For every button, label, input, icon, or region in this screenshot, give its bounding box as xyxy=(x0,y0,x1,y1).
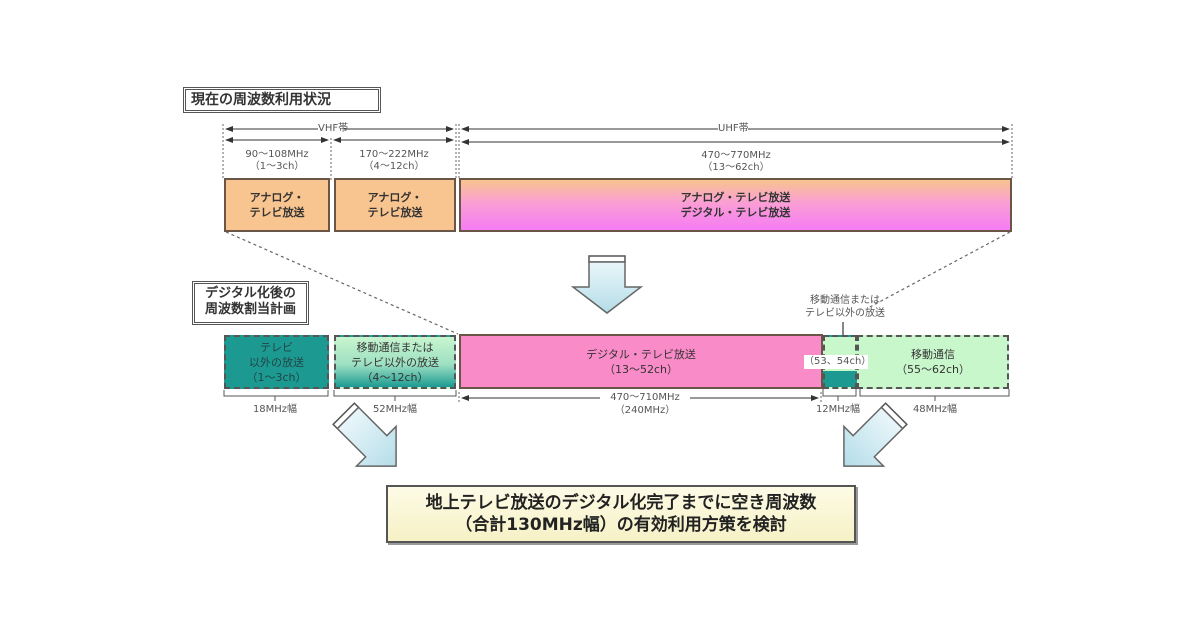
right-diagonal-arrow xyxy=(843,402,908,467)
left-diagonal-arrow xyxy=(332,402,397,467)
callout-line1: 移動通信または xyxy=(810,295,880,306)
band-53-54ch-label: （53、54ch） xyxy=(804,355,872,369)
band-text: アナログ・テレビ放送 xyxy=(680,191,791,204)
band-text: テレビ放送 xyxy=(249,206,305,219)
band-text: 移動通信または xyxy=(356,340,434,354)
band-text: （4～12ch） xyxy=(361,370,429,384)
band-text: テレビ放送 xyxy=(367,206,423,219)
callout-line2: テレビ以外の放送 xyxy=(805,308,885,319)
band-text: （1～3ch） xyxy=(246,370,307,384)
band-text: 移動通信 xyxy=(911,348,955,361)
width-braces xyxy=(223,389,1010,401)
band-uhf-freq: 470～770MHz xyxy=(701,150,771,161)
band-text: （55～62ch） xyxy=(895,363,970,376)
band-text: デジタル・テレビ放送 xyxy=(586,347,696,361)
transition-down-arrow xyxy=(570,255,644,314)
width-18mhz: 18MHz幅 xyxy=(252,404,298,415)
conclusion-box: 地上テレビ放送のデジタル化完了までに空き周波数 （合計130MHz幅）の有効利用… xyxy=(386,485,856,543)
current-band-vhf-low: アナログ・ テレビ放送 xyxy=(224,178,330,232)
after-digitalization-title: デジタル化後の 周波数割当計画 xyxy=(192,281,309,325)
conclusion-line1: 地上テレビ放送のデジタル化完了までに空き周波数 xyxy=(425,493,817,513)
after-band-1-3ch: テレビ 以外の放送 （1～3ch） xyxy=(224,335,329,389)
current-band-uhf: アナログ・テレビ放送 デジタル・テレビ放送 xyxy=(459,178,1012,232)
width-12mhz: 12MHz幅 xyxy=(815,404,861,415)
width-52mhz: 52MHz幅 xyxy=(372,404,418,415)
band-vhf-low-freq: 90～108MHz xyxy=(245,149,309,160)
conclusion-line2: （合計130MHz幅）の有効利用方策を検討 xyxy=(455,515,787,535)
band-text: アナログ・ xyxy=(249,191,305,204)
mapping-guides xyxy=(225,231,1011,335)
band-text: デジタル・テレビ放送 xyxy=(680,206,791,219)
band-vhf-high-ch: （4～12ch） xyxy=(363,161,425,172)
band-text: 以外の放送 xyxy=(249,355,304,369)
band-vhf-low-ch: （1～3ch） xyxy=(249,161,305,172)
width-48mhz: 48MHz幅 xyxy=(912,404,958,415)
current-usage-title: 現在の周波数利用状況 xyxy=(183,87,381,113)
band-text: テレビ以外の放送 xyxy=(351,355,439,369)
after-band-digital-tv: デジタル・テレビ放送 （13～52ch） xyxy=(459,334,823,389)
digital-range-sub: （240MHz） xyxy=(614,405,676,416)
band-text: アナログ・ xyxy=(367,191,423,204)
vhf-label: VHF帯 xyxy=(318,123,349,135)
band-vhf-high-freq: 170～222MHz xyxy=(359,149,429,160)
band-uhf-ch: （13～62ch） xyxy=(702,162,770,173)
title-line: 周波数割当計画 xyxy=(204,302,296,317)
band-text: テレビ xyxy=(260,340,293,354)
current-band-vhf-high: アナログ・ テレビ放送 xyxy=(334,178,456,232)
after-band-mobile: 移動通信 （55～62ch） xyxy=(857,335,1009,389)
digital-range: 470～710MHz xyxy=(600,392,690,404)
band-text: （13～52ch） xyxy=(603,362,678,376)
after-band-4-12ch: 移動通信または テレビ以外の放送 （4～12ch） xyxy=(334,335,456,389)
title-line: デジタル化後の xyxy=(205,286,296,301)
top-guides xyxy=(222,124,1013,180)
uhf-label: UHF帯 xyxy=(718,123,749,135)
